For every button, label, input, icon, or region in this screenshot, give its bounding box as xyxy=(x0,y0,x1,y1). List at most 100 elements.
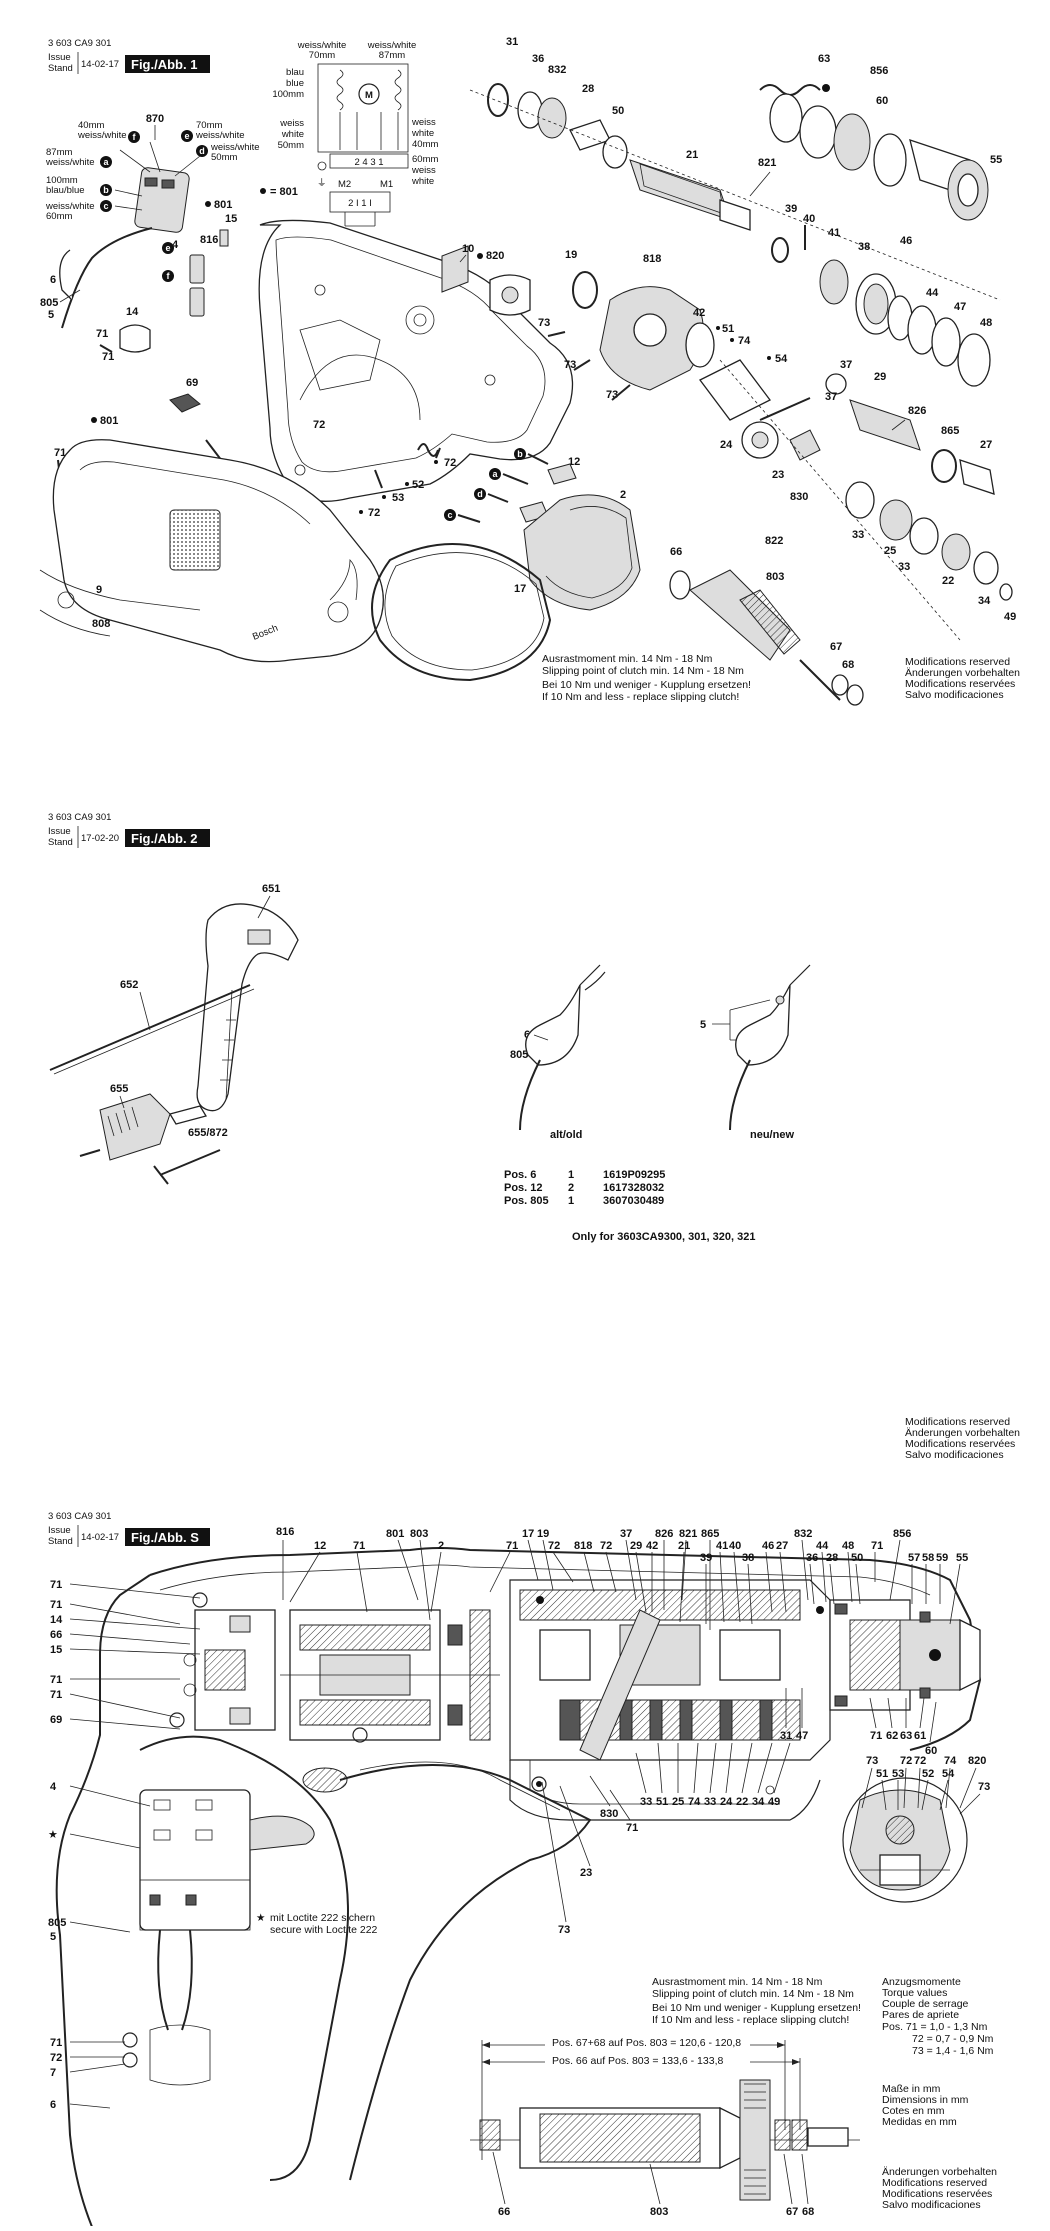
svg-text:801: 801 xyxy=(214,199,232,211)
svg-text:72: 72 xyxy=(600,1540,612,1552)
svg-text:Änderungen vorbehalten: Änderungen vorbehalten xyxy=(905,667,1020,679)
figS-label: Fig./Abb. S xyxy=(131,1530,199,1545)
svg-text:Issue: Issue xyxy=(48,826,71,837)
svg-text:38: 38 xyxy=(858,241,870,253)
svg-text:blue: blue xyxy=(286,78,304,89)
svg-text:21: 21 xyxy=(678,1540,690,1552)
svg-text:c: c xyxy=(447,510,452,520)
svg-text:2: 2 xyxy=(568,1182,574,1194)
svg-text:856: 856 xyxy=(870,65,888,77)
svg-text:805: 805 xyxy=(510,1049,528,1061)
svg-text:17: 17 xyxy=(514,583,526,595)
svg-text:820: 820 xyxy=(968,1755,986,1767)
svg-text:e: e xyxy=(165,243,170,253)
svg-text:71: 71 xyxy=(50,1674,62,1686)
svg-text:Ausrastmoment min. 14 Nm - 18: Ausrastmoment min. 14 Nm - 18 Nm xyxy=(542,653,713,665)
svg-text:Modifications reserved: Modifications reserved xyxy=(905,656,1010,668)
svg-text:53: 53 xyxy=(392,492,404,504)
gear-train-exploded: 31 36 832 28 50 21 821 39 40 41 38 46 44… xyxy=(469,36,1016,641)
svg-text:49: 49 xyxy=(768,1796,780,1808)
fig1-modifications: Modifications reserved Änderungen vorbeh… xyxy=(905,656,1020,701)
svg-text:white: white xyxy=(411,128,434,139)
svg-text:31: 31 xyxy=(506,36,518,48)
svg-text:Issue: Issue xyxy=(48,1525,71,1536)
svg-text:M1: M1 xyxy=(380,179,393,190)
svg-text:27: 27 xyxy=(980,439,992,451)
svg-text:803: 803 xyxy=(766,571,784,583)
svg-text:33: 33 xyxy=(640,1796,652,1808)
figS-code: 3 603 CA9 301 xyxy=(48,1511,111,1522)
svg-text:weiss/white: weiss/white xyxy=(195,130,245,141)
svg-text:73: 73 xyxy=(978,1781,990,1793)
depth-stop-652: 652 xyxy=(49,979,255,1075)
svg-text:50mm: 50mm xyxy=(211,152,237,163)
svg-text:41: 41 xyxy=(828,227,840,239)
svg-text:52: 52 xyxy=(922,1768,934,1780)
svg-text:55: 55 xyxy=(956,1552,968,1564)
svg-text:6: 6 xyxy=(50,2099,56,2111)
fig1-code: 3 603 CA9 301 xyxy=(48,38,111,49)
svg-text:652: 652 xyxy=(120,979,138,991)
svg-text:Pos. 66 auf Pos. 803 = 133,6 -: Pos. 66 auf Pos. 803 = 133,6 - 133,8 xyxy=(552,2055,723,2067)
svg-text:39: 39 xyxy=(785,203,797,215)
svg-text:29: 29 xyxy=(874,371,886,383)
svg-text:60: 60 xyxy=(925,1745,937,1757)
svg-text:74: 74 xyxy=(738,335,751,347)
svg-text:72: 72 xyxy=(368,507,380,519)
svg-text:25: 25 xyxy=(884,545,896,557)
svg-text:70mm: 70mm xyxy=(196,120,222,131)
wire-top-left-2: 70mm xyxy=(309,50,335,61)
svg-text:9: 9 xyxy=(96,584,102,596)
svg-text:Medidas en mm: Medidas en mm xyxy=(882,2116,957,2128)
svg-text:5: 5 xyxy=(48,309,54,321)
alt-old-label: alt/old xyxy=(550,1129,582,1141)
svg-text:27: 27 xyxy=(776,1540,788,1552)
svg-text:weiss/white: weiss/white xyxy=(210,142,260,153)
svg-text:24: 24 xyxy=(720,439,733,451)
svg-text:28: 28 xyxy=(582,83,594,95)
svg-text:66: 66 xyxy=(50,1629,62,1641)
svg-text:655/872: 655/872 xyxy=(188,1127,228,1139)
svg-text:100mm: 100mm xyxy=(272,89,304,100)
svg-text:832: 832 xyxy=(794,1528,812,1540)
svg-text:822: 822 xyxy=(765,535,783,547)
svg-text:51: 51 xyxy=(656,1796,668,1808)
svg-text:49: 49 xyxy=(1004,611,1016,623)
svg-text:37: 37 xyxy=(840,359,852,371)
svg-text:2 I 1 I: 2 I 1 I xyxy=(348,198,372,209)
chuck-655: 655 xyxy=(79,1083,208,1161)
loctite-note: ★ mit Loctite 222 sichern secure with Lo… xyxy=(256,1912,378,1936)
svg-text:17: 17 xyxy=(522,1528,534,1540)
svg-text:66: 66 xyxy=(498,2206,510,2218)
svg-text:37: 37 xyxy=(825,391,837,403)
cable-neu-new: 5 neu/new xyxy=(700,964,811,1141)
svg-text:24: 24 xyxy=(720,1796,733,1808)
svg-text:f: f xyxy=(167,271,171,281)
svg-text:68: 68 xyxy=(802,2206,814,2218)
figS-modifications: Änderungen vorbehalten Modifications res… xyxy=(882,2166,997,2211)
motor-symbol: M xyxy=(365,90,373,101)
part-10: 10 xyxy=(441,243,474,293)
svg-text:weiss/white: weiss/white xyxy=(77,130,127,141)
svg-text:33: 33 xyxy=(852,529,864,541)
svg-text:weiss/white: weiss/white xyxy=(45,157,95,168)
svg-text:40mm: 40mm xyxy=(412,139,438,150)
svg-text:⏚: ⏚ xyxy=(317,178,327,189)
fig1-issue-label: Issue xyxy=(48,52,71,63)
svg-text:71: 71 xyxy=(50,1689,62,1701)
fig2-header: 3 603 CA9 301 Issue Stand 17-02-20 Fig./… xyxy=(48,812,210,848)
fig1-middle-parts: 820 19 818 42 51 74 54 73 73 73 24 23 83… xyxy=(477,249,821,547)
svg-text:★: ★ xyxy=(256,1912,265,1924)
svg-text:73: 73 xyxy=(866,1755,878,1767)
fig2-modifications: Modifications reserved Änderungen vorbeh… xyxy=(905,1416,1020,1461)
svg-text:856: 856 xyxy=(893,1528,911,1540)
svg-text:Modifications reservées: Modifications reservées xyxy=(905,678,1015,690)
svg-text:secure with Loctite 222: secure with Loctite 222 xyxy=(270,1924,378,1936)
svg-text:50: 50 xyxy=(851,1552,863,1564)
svg-text:820: 820 xyxy=(486,250,504,262)
svg-text:71: 71 xyxy=(50,1579,62,1591)
svg-text:46: 46 xyxy=(900,235,912,247)
svg-text:72: 72 xyxy=(444,457,456,469)
svg-text:60mm: 60mm xyxy=(46,211,72,222)
svg-text:808: 808 xyxy=(92,618,110,630)
